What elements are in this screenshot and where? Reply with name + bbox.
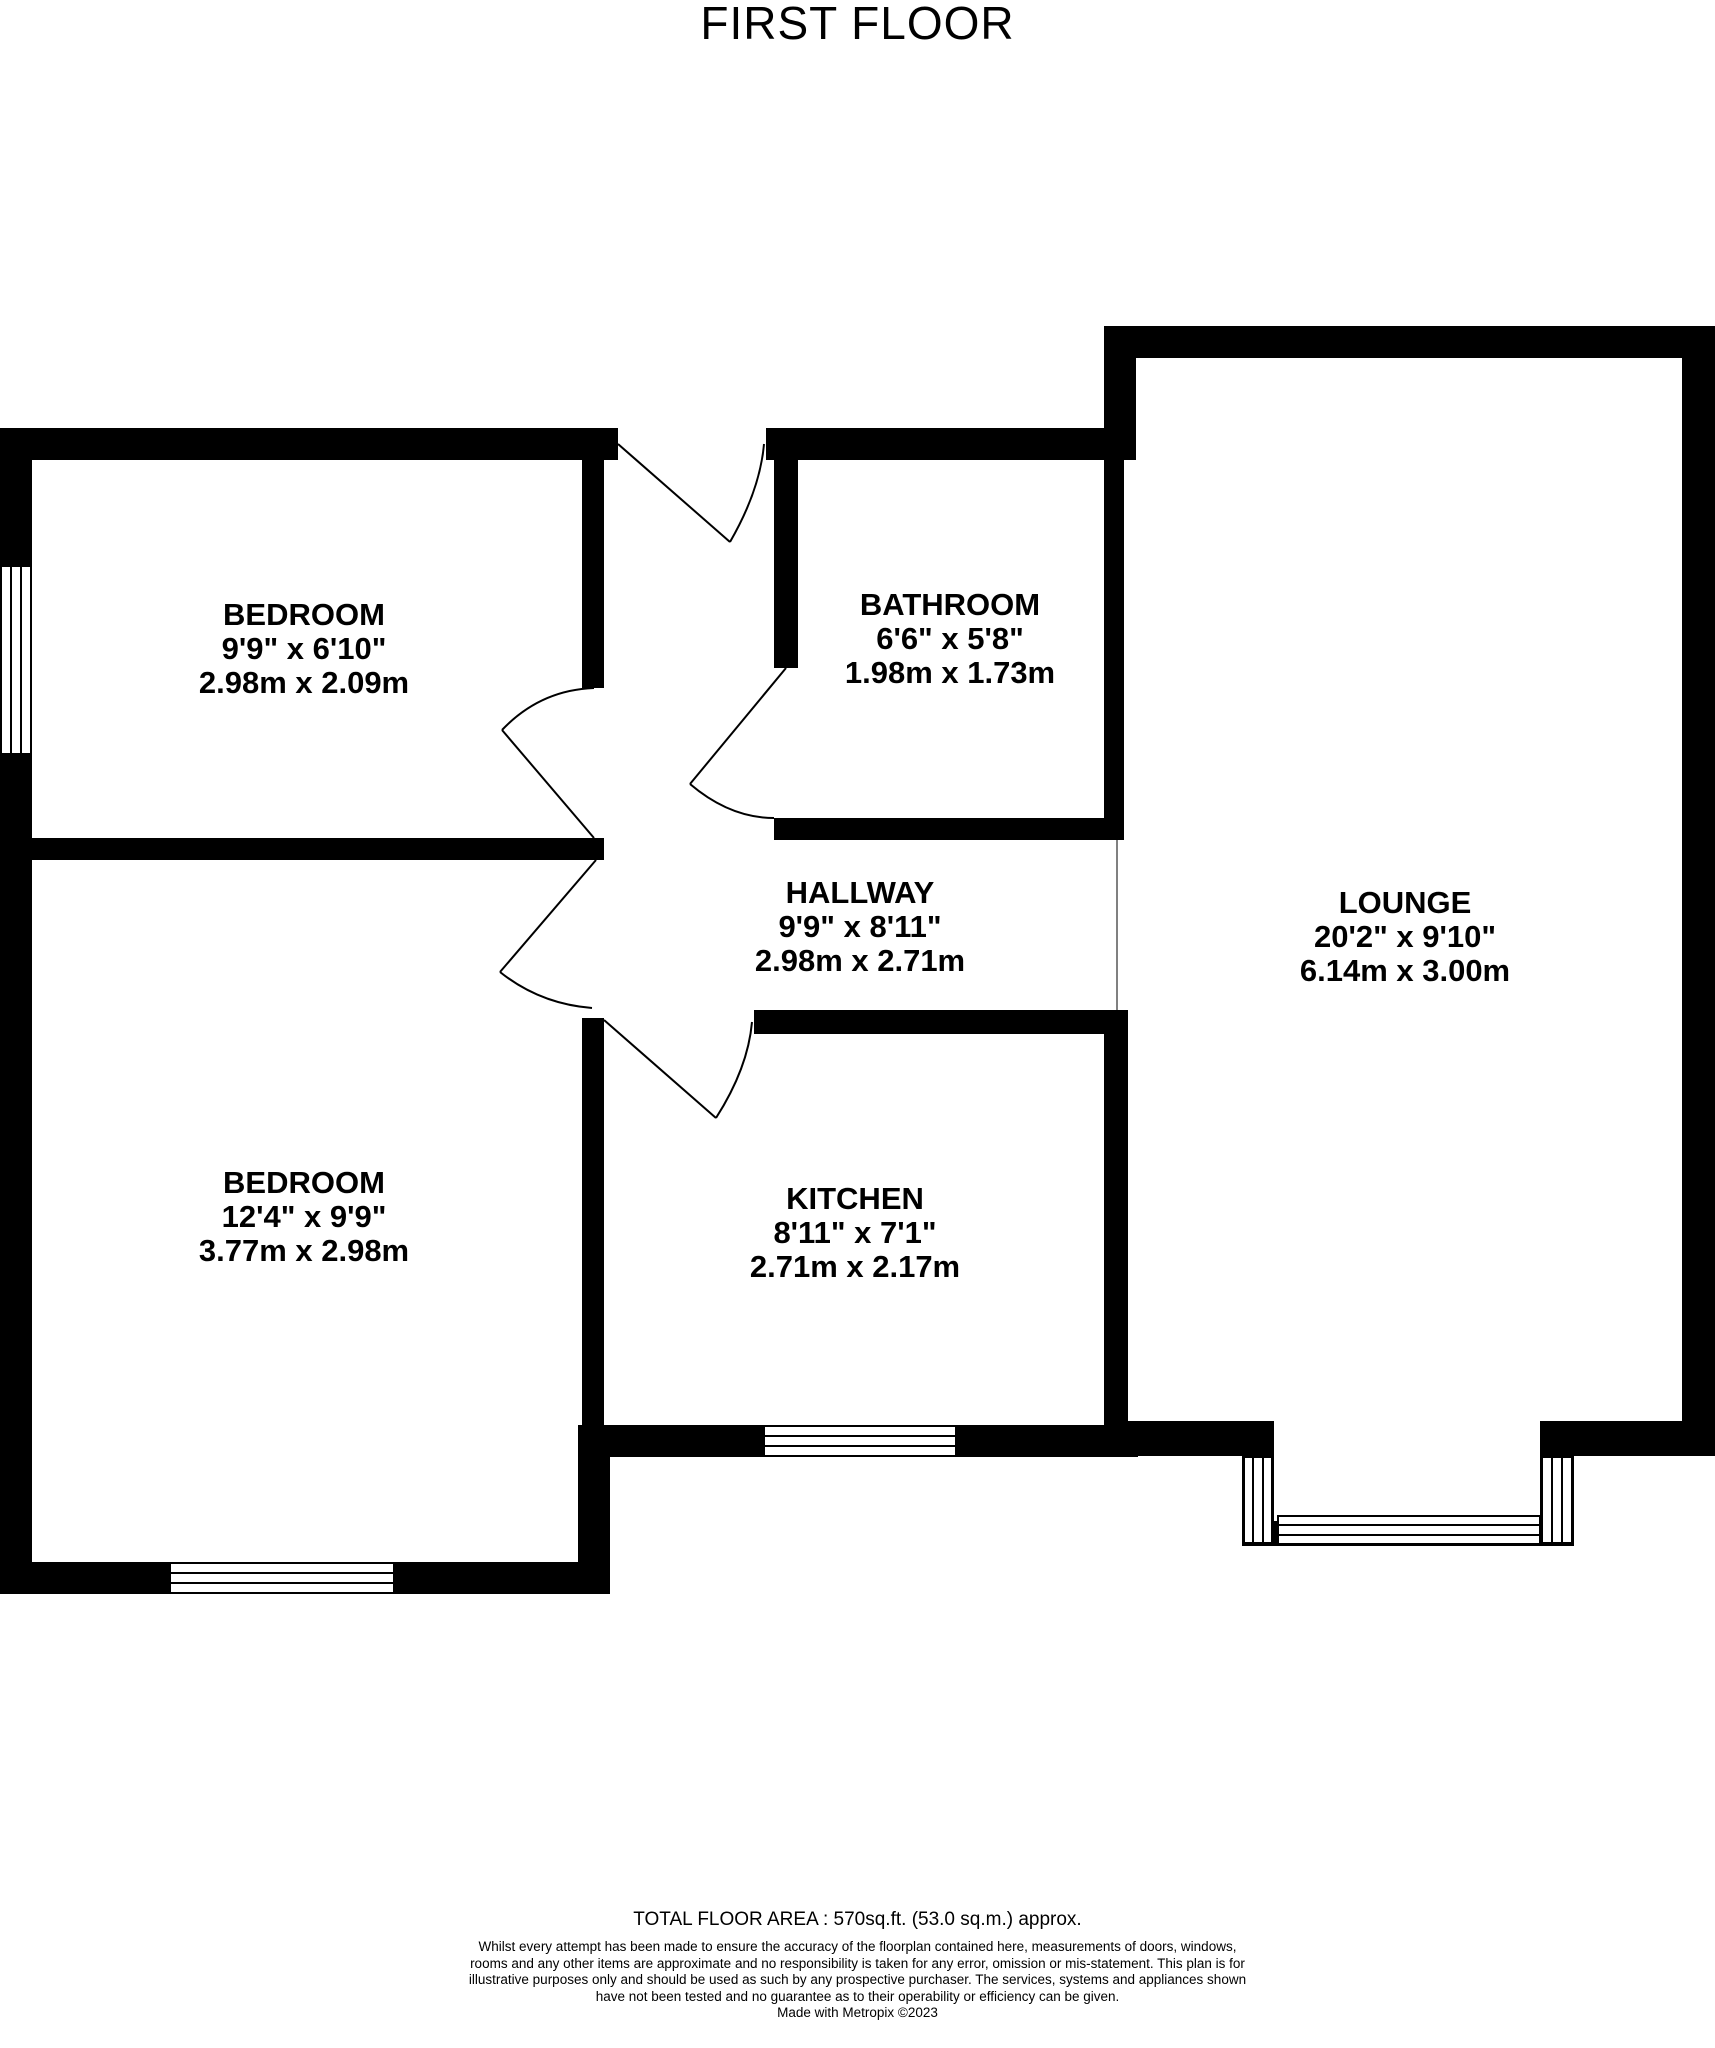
bedroom-door <box>501 729 595 839</box>
total-floor-area: TOTAL FLOOR AREA : 570sq.ft. (53.0 sq.m.… <box>633 1909 1082 1930</box>
plan-title: FIRST FLOOR <box>700 0 1015 49</box>
bedroom-window <box>169 1562 395 1594</box>
doors <box>499 443 787 1119</box>
disclaimer: Whilst every attempt has been made to en… <box>468 1939 1247 2004</box>
entrance-door <box>617 443 731 543</box>
footer: TOTAL FLOOR AREA : 570sq.ft. (53.0 sq.m.… <box>0 1907 1715 2021</box>
kitchen-window <box>763 1425 957 1457</box>
lounge-bay-window <box>1243 1456 1273 1544</box>
room-label-bedroom: BEDROOM 12'4" x 9'9" 3.77m x 2.98m <box>198 1165 410 1268</box>
windows <box>0 565 1573 1594</box>
bedroom-door <box>499 859 597 973</box>
room-label-hallway: HALLWAY 9'9" x 8'11" 2.98m x 2.71m <box>754 875 966 978</box>
room-label-bathroom: BATHROOM 6'6" x 5'8" 1.98m x 1.73m <box>844 587 1056 690</box>
lounge-bay-window <box>1277 1515 1541 1545</box>
made-with-credit: Made with Metropix ©2023 <box>777 2005 938 2020</box>
room-label-kitchen: KITCHEN 8'11" x 7'1" 2.71m x 2.17m <box>749 1181 961 1284</box>
room-label-lounge: LOUNGE 20'2" x 9'10" 6.14m x 3.00m <box>1299 885 1511 988</box>
room-label-bedroom: BEDROOM 9'9" x 6'10" 2.98m x 2.09m <box>198 597 410 700</box>
lounge-bay-window <box>1541 1456 1573 1544</box>
bedroom-window <box>0 565 32 755</box>
bathroom-door <box>689 667 787 785</box>
kitchen-door <box>603 1019 717 1119</box>
